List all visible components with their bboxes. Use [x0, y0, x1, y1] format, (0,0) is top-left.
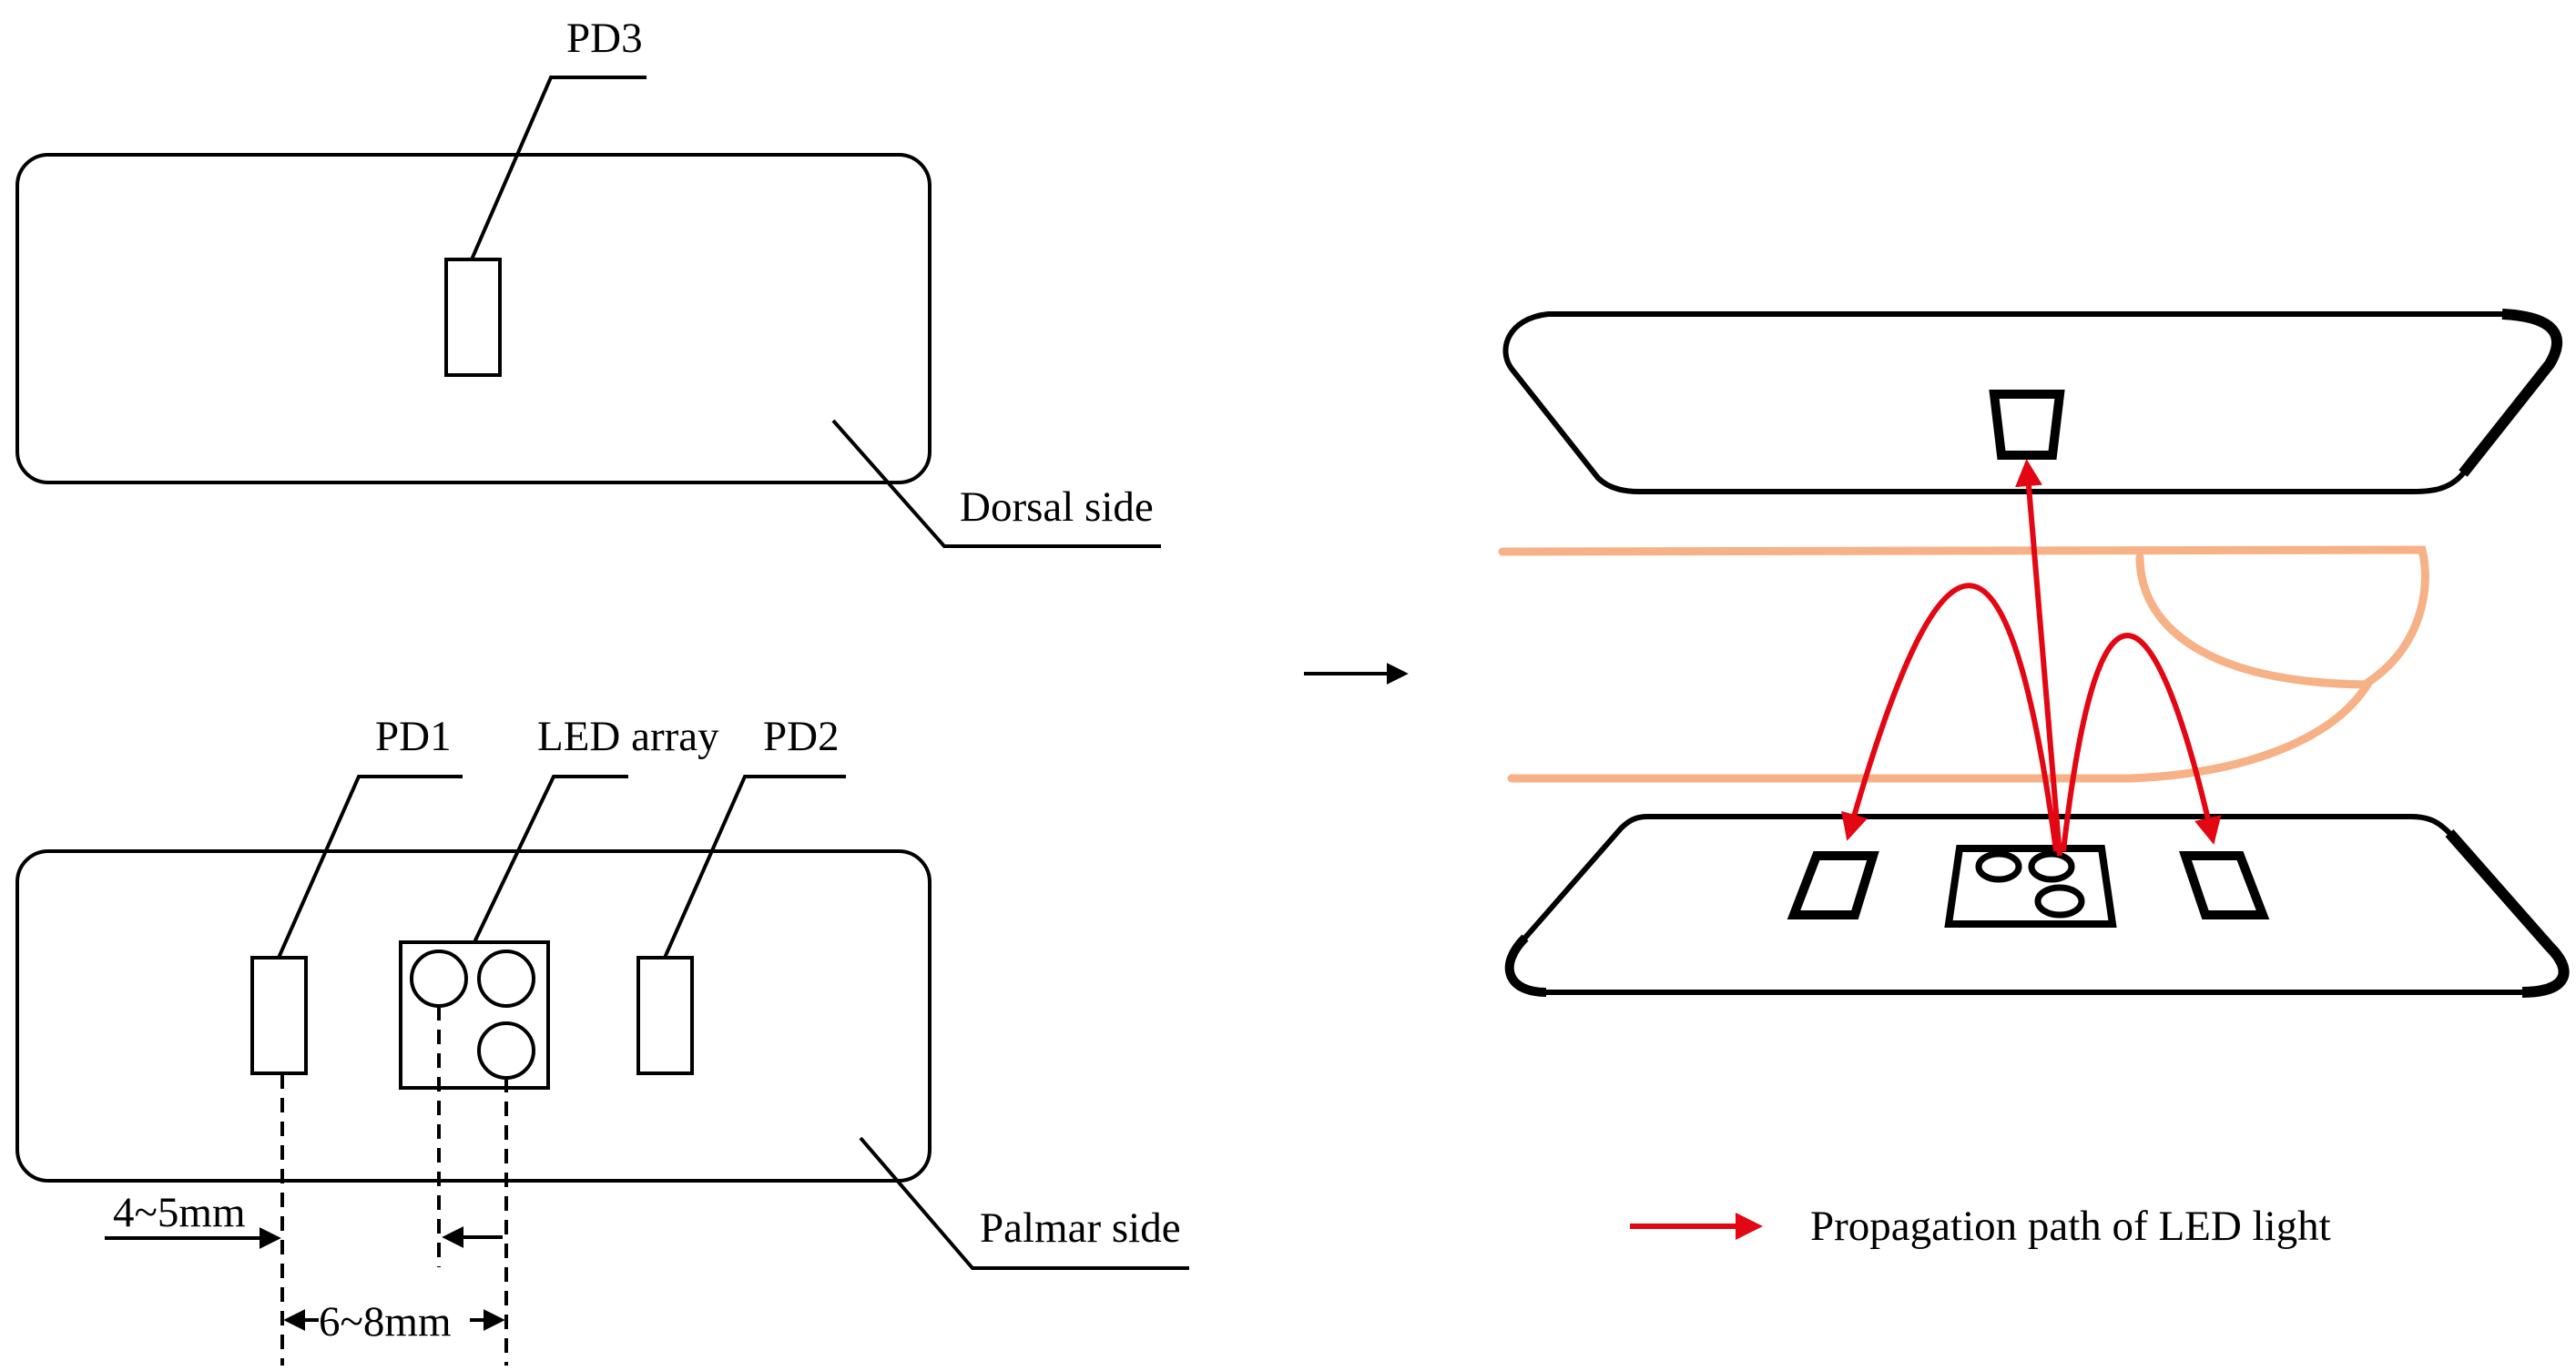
finger-lower-edge: [1507, 680, 2372, 783]
gap-pd-edge-label: 4~5mm: [113, 1189, 246, 1236]
palmar-plate-3d-thick-edge: [2445, 829, 2570, 998]
led-path-to-pd3: [2015, 459, 2062, 857]
palmar-side-label: Palmar side: [980, 1204, 1181, 1252]
pd3-sensor: [444, 258, 502, 377]
legend-led-path-label: Propagation path of LED light: [1810, 1203, 2331, 1250]
led-path-to-pd1: [1841, 583, 2059, 852]
gap-led-pd-label: 6~8mm: [319, 1298, 452, 1346]
pd2-sensor-3d: [2179, 851, 2270, 919]
led-circle-3d: [2028, 850, 2075, 883]
legend: Propagation path of LED light: [1630, 1203, 2331, 1250]
finger-nail: [2135, 553, 2372, 689]
pd1-sensor: [250, 956, 308, 1075]
pd3-leader-line: [470, 76, 647, 260]
led-array-square: [399, 940, 550, 1090]
dimension-annotations: 4~5mm 6~8mm: [105, 1006, 508, 1366]
led-circle: [477, 1021, 535, 1080]
dorsal-board: PD3 Dorsal side: [15, 15, 1161, 548]
dorsal-plate-3d: [1502, 311, 2561, 494]
pd1-label: PD1: [375, 713, 452, 760]
led-circle-3d: [1975, 850, 2022, 883]
led-array-label: LED array: [537, 713, 719, 760]
dorsal-plate-3d-thick-edge: [2459, 309, 2563, 477]
palmar-plate-3d-thick-left: [1504, 934, 1547, 997]
palmar-board-outline: [15, 849, 932, 1183]
led-circle: [410, 950, 468, 1008]
finger-outline: [1498, 545, 2429, 783]
palmar-side-leader-line: [859, 1136, 1189, 1270]
perspective-view: [1498, 309, 2570, 998]
led-circle-3d: [2034, 884, 2085, 919]
pd3-label: PD3: [566, 15, 643, 62]
led-circle: [477, 950, 535, 1008]
finger-upper-edge: [1498, 545, 2429, 687]
palmar-board: PD1 LED array PD2 Palmar side: [15, 713, 1189, 1270]
led-path-to-pd2: [2061, 633, 2222, 852]
pd2-leader-line: [663, 775, 846, 959]
led-array-leader-line: [473, 775, 628, 943]
pd1-leader-line: [277, 775, 463, 959]
pd2-label: PD2: [763, 713, 840, 760]
pd1-sensor-3d: [1787, 851, 1879, 919]
led-light-paths: [1841, 459, 2222, 857]
dorsal-board-outline: [15, 153, 932, 484]
dorsal-side-leader-line: [831, 419, 1161, 548]
pd3-sensor-3d: [1989, 390, 2065, 460]
dorsal-side-label: Dorsal side: [960, 483, 1154, 531]
pd2-sensor: [636, 956, 694, 1075]
